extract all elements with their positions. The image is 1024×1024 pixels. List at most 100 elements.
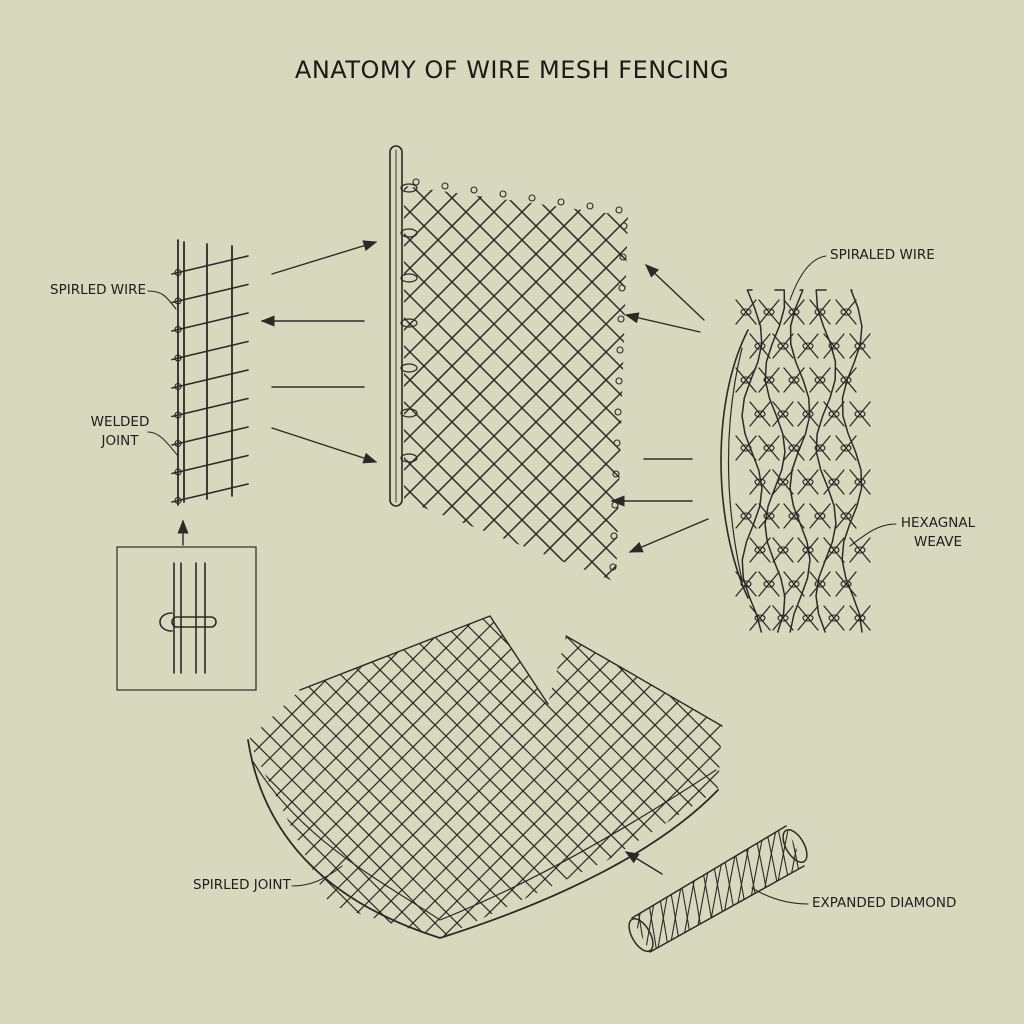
weave-twist: [763, 376, 775, 384]
weave-twist: [754, 410, 766, 418]
fence-post: [389, 145, 403, 507]
arrow-hex-to-mesh: [624, 312, 701, 333]
label-hexagonal-weave-line1: HEXAGNAL: [900, 515, 976, 531]
basin-wire-b: [0, 600, 76, 960]
basin-wire-a: [0, 600, 98, 960]
weave-link: [849, 333, 871, 359]
basin-wire-a: [0, 600, 164, 960]
mesh-wire-b: [431, 186, 628, 582]
basin-wire-a: [248, 616, 407, 938]
weave-link: [735, 299, 757, 325]
leader-spiraled-wire: [789, 255, 827, 301]
arrow-hex-to-mesh-upper: [644, 264, 705, 321]
roll-end: [782, 829, 808, 863]
top-knuckle: [528, 194, 536, 202]
weave-link: [758, 435, 780, 461]
roll-edge: [631, 825, 787, 919]
mesh-wire-b: [1020, 150, 1024, 610]
mesh-wire-b: [0, 150, 332, 610]
basin-wire-b: [0, 600, 208, 960]
side-knuckle: [619, 253, 627, 261]
mesh-wire-b: [404, 186, 628, 582]
mesh-wire-a: [992, 150, 1024, 610]
basin-wire-a: [0, 600, 54, 960]
basin-wire-b: [331, 616, 693, 938]
weave-twist: [814, 444, 826, 452]
mesh-wire-b: [0, 150, 304, 610]
weave-link: [783, 299, 805, 325]
basin-wire-a: [948, 600, 1024, 960]
weave-twist: [828, 546, 840, 554]
mesh-wire-a: [740, 150, 1024, 610]
roll-coil: [763, 826, 791, 952]
tie-ring: [400, 363, 418, 373]
weave-link: [809, 571, 831, 597]
side-knuckle: [609, 563, 617, 571]
weave-link: [809, 367, 831, 393]
basin-wire-b: [248, 616, 341, 938]
top-knuckle: [499, 190, 507, 198]
welded-joint: [174, 439, 182, 448]
spiraled-wire: [841, 289, 863, 633]
weave-link: [749, 401, 771, 427]
weave-twist: [763, 580, 775, 588]
basin-wire-b: [0, 600, 164, 960]
basin-wire-b: [992, 600, 1024, 960]
welded-joint: [174, 496, 182, 505]
weave-link: [735, 571, 757, 597]
basin-top-edge: [299, 615, 549, 705]
weave-twist: [802, 614, 814, 622]
welded-joint: [174, 325, 182, 334]
basin-rim: [247, 739, 719, 939]
cross-wire: [171, 397, 249, 418]
mesh-wire-a: [0, 150, 388, 610]
basin-wire-a: [0, 600, 32, 960]
weave-link: [783, 503, 805, 529]
weave-twist: [740, 376, 752, 384]
mesh-wire-a: [404, 186, 445, 582]
leader-hexagonal-weave: [849, 523, 897, 547]
side-knuckle: [618, 284, 626, 292]
roll-coil: [799, 826, 804, 952]
cross-wire: [171, 454, 249, 475]
label-spirled-joint: SPIRLED JOINT: [193, 877, 291, 893]
mesh-wire-b: [404, 186, 501, 582]
basin-wire-a: [248, 616, 385, 938]
weave-twist: [828, 478, 840, 486]
weave-twist: [854, 410, 866, 418]
basin-wire-b: [248, 616, 363, 938]
weave-twist: [763, 308, 775, 316]
mesh-wire-b: [404, 186, 585, 582]
weave-twist: [840, 444, 852, 452]
basin-wire-b: [248, 616, 385, 938]
mesh-wire-a: [404, 186, 585, 582]
weave-twist: [740, 308, 752, 316]
roll-coil: [679, 826, 707, 952]
basin-wire-b: [948, 600, 1024, 960]
roll-coil: [775, 826, 803, 952]
basin-wire-b: [0, 600, 32, 960]
basin-wire-a: [1014, 600, 1024, 960]
weave-link: [783, 367, 805, 393]
side-knuckle: [611, 501, 619, 509]
welded-joint: [174, 411, 182, 419]
tie-ring: [400, 183, 418, 193]
weave-twist: [854, 614, 866, 622]
outer-wire: [727, 347, 743, 581]
weave-link: [835, 367, 857, 393]
weave-link: [772, 333, 794, 359]
weave-link: [809, 503, 831, 529]
weave-twist: [788, 444, 800, 452]
mesh-wire-a: [1020, 150, 1024, 610]
mesh-wire-b: [404, 186, 628, 582]
cross-wire: [171, 312, 249, 332]
basin-wire-b: [0, 600, 10, 960]
arrow-ladder-to-mesh-lower: [271, 427, 378, 464]
roll-coil: [703, 826, 731, 952]
mesh-wire-a: [404, 186, 613, 582]
leader-spirled-joint: [291, 865, 343, 887]
roll-coil: [727, 826, 755, 952]
label-expanded-diamond: EXPANDED DIAMOND: [812, 895, 957, 911]
